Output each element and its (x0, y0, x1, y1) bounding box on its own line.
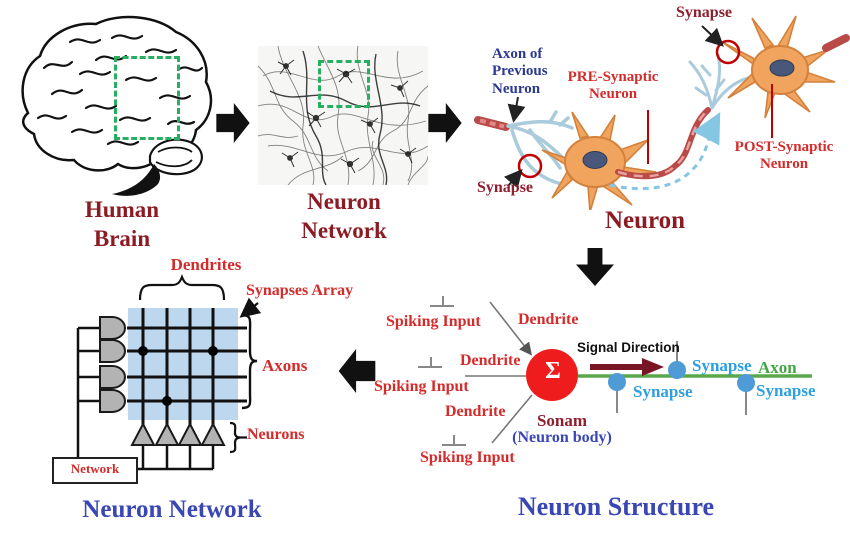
neuron-network-micrograph (258, 46, 428, 185)
human-brain-drawing (21, 15, 213, 196)
post-synaptic-neuron-label: POST-Synaptic Neuron (734, 139, 834, 173)
dendrite-lines (465, 301, 533, 444)
cerebellum-lines (155, 146, 193, 168)
micrograph-filaments (258, 46, 428, 185)
spiking-input-1-label: Spiking Input (386, 313, 481, 330)
axon-synapses (608, 341, 755, 415)
neuron-network-circuit-title: Neuron Network (82, 496, 262, 523)
left-dendrite-tree (506, 110, 574, 186)
synapses-array-pointer-arrow (239, 297, 262, 318)
sigma-symbol: Σ (545, 358, 561, 384)
human-brain-title: Human Brain (84, 197, 160, 251)
signal-direction-arrow (590, 358, 664, 376)
previous-axon-stub-highlight (479, 118, 505, 129)
pre-synaptic-neuron-body (541, 111, 657, 210)
spiking-input-2-label: Spiking Input (374, 378, 469, 395)
axons-brace (241, 313, 258, 410)
crossbar-circuit-diagram (52, 274, 262, 484)
axons-label: Axons (262, 356, 308, 375)
soma-label: Sonam (536, 411, 588, 430)
dendrites-label: Dendrites (170, 255, 242, 274)
neurons-label: Neurons (247, 426, 305, 443)
synapses-array-label: Synapses Array (246, 282, 354, 299)
synapse-bottom-label: Synapse (477, 179, 534, 196)
neuron-network-photo-title: Neuron Network (301, 189, 387, 243)
right-dendrite-tree (688, 53, 750, 110)
axon-tube-segments (617, 109, 709, 178)
dendrites-brace (138, 274, 226, 301)
synapse-top-label: Synapse (676, 4, 733, 21)
arrow-left-icon (338, 349, 376, 393)
neuron-structure-diagram (418, 296, 812, 446)
axon-of-previous-neuron-label: Axon of Previous Neuron (492, 46, 548, 97)
dendrite-1-label: Dendrite (518, 311, 579, 328)
neuron-body-label: (Neuron body) (512, 429, 612, 446)
output-wiring (137, 445, 215, 471)
axon-label: Axon (758, 358, 797, 377)
micrograph-highlight-box (318, 60, 370, 108)
pre-neuron-nucleus (582, 151, 608, 169)
brain-gyri-squiggles (36, 34, 204, 146)
synapse-circle-top (715, 39, 741, 65)
gate-icons (99, 316, 126, 413)
spike-glyphs (418, 296, 466, 446)
synapse-circle-left (517, 153, 543, 179)
post-neuron-nucleus (769, 59, 795, 77)
soma-circle (526, 349, 578, 401)
neurons-brace (229, 421, 241, 454)
neuron-title: Neuron (604, 207, 686, 234)
neuron-triangle-icons (130, 421, 226, 446)
input-bus (76, 326, 100, 458)
synapse-1-label: Synapse (633, 382, 693, 401)
neuron-biology-diagram (474, 15, 850, 210)
signal-direction-label: Signal Direction (577, 340, 680, 355)
dendrite-2-label: Dendrite (460, 352, 521, 369)
brainstem-swoosh (112, 164, 161, 196)
network-box (52, 457, 138, 484)
spiking-input-3-label: Spiking Input (420, 449, 515, 466)
signal-chevron-trail (609, 112, 721, 191)
neuron-structure-title: Neuron Structure (517, 492, 715, 521)
micrograph-cell-bodies (277, 59, 417, 174)
post-axon-stub (822, 34, 850, 52)
synapse-2-label: Synapse (692, 356, 752, 375)
pre-synaptic-neuron-label: PRE-Synaptic Neuron (567, 69, 659, 103)
synapse-3-label: Synapse (756, 381, 816, 400)
arrow-down-icon (576, 248, 614, 286)
label-pointer-arrows (504, 25, 724, 189)
network-box-label: Network (70, 461, 120, 476)
brain-highlight-box (114, 56, 180, 140)
arrow-right-icon (428, 103, 462, 143)
arrow-right-icon (216, 103, 250, 143)
synapse-dots (138, 346, 218, 406)
dendrite-3-label: Dendrite (445, 403, 506, 420)
